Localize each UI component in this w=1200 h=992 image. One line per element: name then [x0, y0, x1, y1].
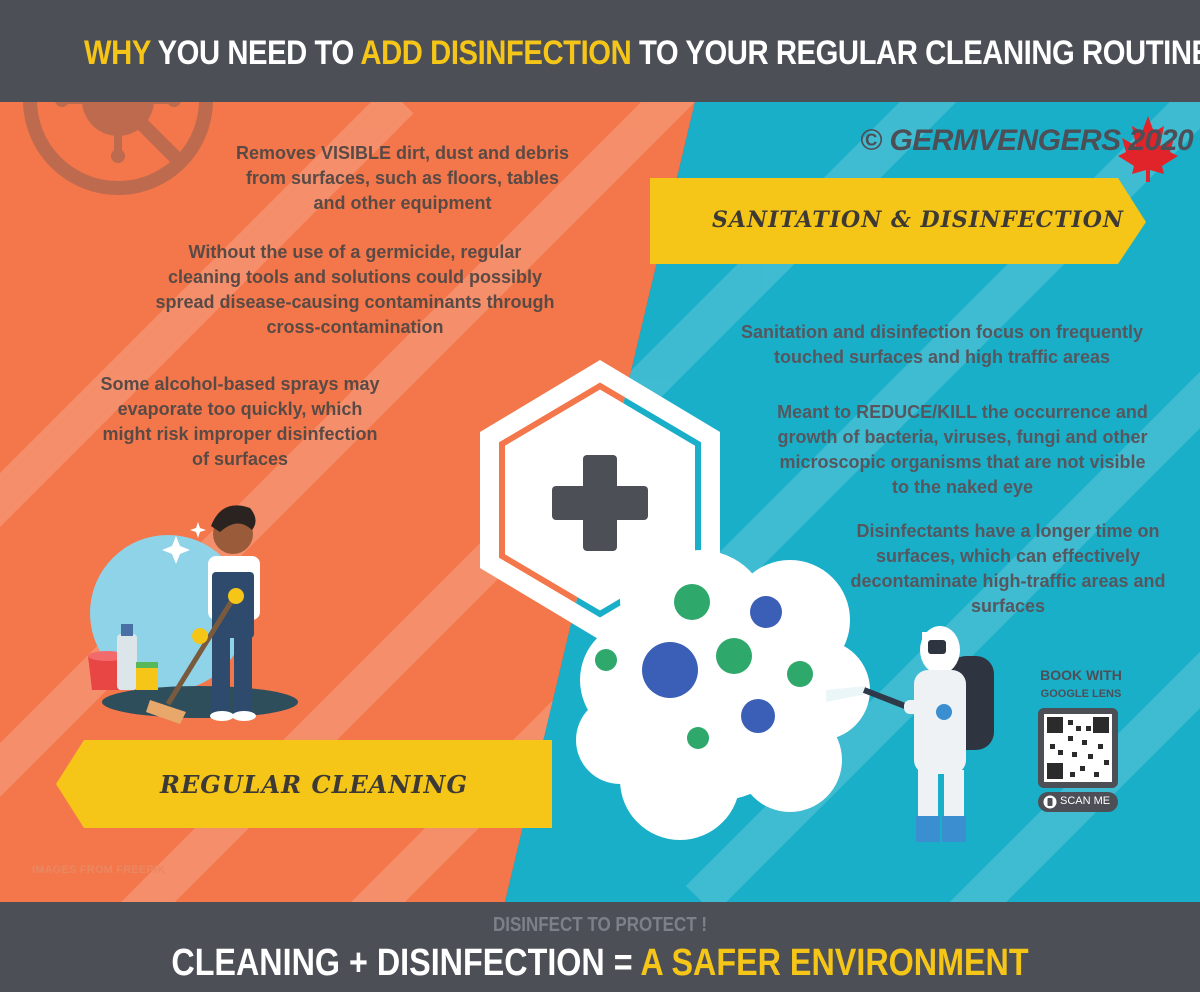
- title-text-end: TO YOUR REGULAR CLEANING ROUTINE: [638, 34, 1200, 72]
- cleaner-illustration: [88, 505, 298, 724]
- footer-tagline-text: CLEANING + DISINFECTION =: [171, 942, 633, 984]
- spray-bottle-icon: [117, 634, 137, 690]
- copyright-text: © GERMVENGERS 2020: [860, 124, 1194, 157]
- footer-subtitle: DISINFECT TO PROTECT !: [492, 914, 708, 936]
- virus-cloud: [576, 550, 870, 840]
- disinfection-point-2: Meant to REDUCE/KILL the occurrence and …: [777, 402, 1148, 497]
- bucket-icon: [88, 656, 126, 690]
- phone-icon: [1043, 795, 1057, 809]
- regular-cleaning-point-2: Without the use of a germicide, regular …: [155, 242, 555, 337]
- page-title: WHY YOU NEED TO ADD DISINFECTION TO YOUR…: [84, 34, 1200, 73]
- regular-cleaning-banner-label: REGULAR CLEANING: [160, 770, 468, 799]
- disinfection-point-1: Sanitation and disinfection focus on fre…: [740, 322, 1144, 367]
- virus-icon: [595, 584, 813, 749]
- spray-wand-icon: [862, 687, 912, 711]
- scan-me-badge: SCAN ME: [1038, 792, 1118, 812]
- qr-book-with-label: BOOK WITH: [1040, 667, 1122, 683]
- header-bar: WHY YOU NEED TO ADD DISINFECTION TO YOUR…: [0, 0, 1200, 102]
- regular-cleaning-banner: [56, 740, 552, 828]
- title-highlight-disinfection: ADD DISINFECTION: [360, 34, 632, 72]
- image-credit: IMAGES FROM FREEPIK: [32, 864, 166, 876]
- qr-code-icon: [1038, 708, 1118, 788]
- regular-cleaning-point-1: Removes VISIBLE dirt, dust and debris fr…: [235, 143, 570, 213]
- plus-icon: [552, 455, 648, 551]
- footer-tagline: CLEANING + DISINFECTION = A SAFER ENVIRO…: [90, 942, 1110, 985]
- footer-bar: DISINFECT TO PROTECT ! CLEANING + DISINF…: [0, 902, 1200, 992]
- qr-google-lens-label: GOOGLE LENS: [1040, 688, 1122, 700]
- hazmat-worker: [904, 626, 994, 842]
- regular-cleaning-point-3: Some alcohol-based sprays may evaporate …: [100, 374, 380, 469]
- broom-icon: [165, 592, 239, 706]
- scan-me-label: SCAN ME: [1060, 795, 1111, 807]
- footer-tagline-highlight: A SAFER ENVIRONMENT: [640, 942, 1029, 984]
- sanitation-banner: [650, 178, 1146, 264]
- maple-leaf-icon: [1118, 116, 1178, 182]
- disinfection-point-3: Disinfectants have a longer time on surf…: [850, 521, 1166, 616]
- sanitation-banner-label: SANITATION & DISINFECTION: [712, 207, 1124, 233]
- title-highlight-why: WHY: [84, 34, 151, 72]
- title-text: YOU NEED TO: [157, 34, 355, 72]
